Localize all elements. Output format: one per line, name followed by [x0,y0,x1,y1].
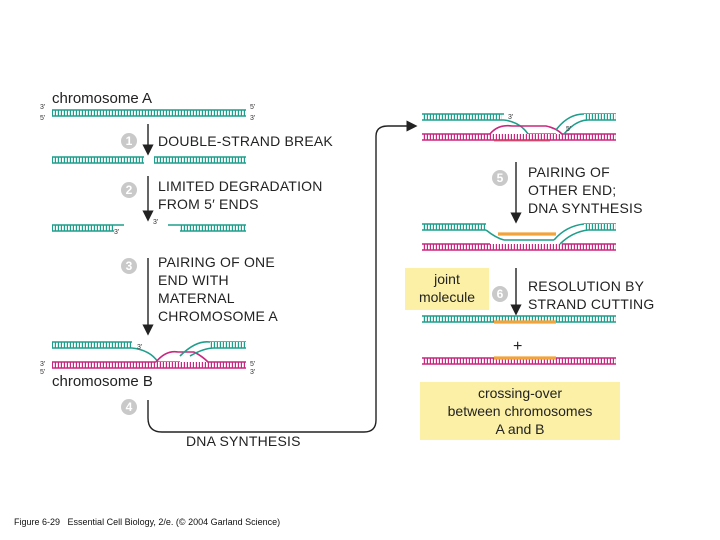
step-3-label-line4: CHROMOSOME A [158,308,278,324]
step-3-label-line2: END WITH [158,272,229,288]
step-6-label-line1: RESOLUTION BY [528,278,645,294]
end-label-3prime: 3' [250,369,256,376]
end-label-3prime: 3' [40,104,46,111]
step-5-label-line2: OTHER END; [528,182,617,198]
figure-caption: Figure 6-29 Essential Cell Biology, 2/e.… [14,517,280,527]
end-label-5prime: 5' [250,361,256,368]
dna-strand-invasion [52,340,246,369]
step-3-label-line3: MATERNAL [158,290,235,306]
dna-degraded-ends [52,224,246,232]
step-6-label-line2: STRAND CUTTING [528,296,655,312]
step-number-2: 2 [121,182,137,198]
step-number-3: 3 [121,258,137,274]
end-label-5prime: 5' [566,126,572,133]
end-label-3prime: 3' [137,344,143,351]
figure-source: Essential Cell Biology, 2/e. (© 2004 Gar… [67,517,281,527]
step-4-label: DNA SYNTHESIS [186,433,301,449]
step-number-6: 6 [492,286,508,302]
step-number-5: 5 [492,170,508,186]
dna-after-synthesis [422,113,616,142]
figure-number: Figure 6-29 [14,517,61,527]
crossing-over-label-line2: between chromosomes [447,403,593,419]
step-number-4: 4 [121,399,137,415]
dna-resolved-bottom [422,356,616,365]
dna-double-strand-break [52,156,246,164]
step-2-label-line1: LIMITED DEGRADATION [158,178,323,194]
chromosome-a-label: chromosome A [52,90,153,107]
step-5-label-line1: PAIRING OF [528,164,610,180]
joint-molecule-label-line1: joint [434,271,460,287]
joint-molecule-label-line2: molecule [418,289,476,305]
end-label-5prime: 5' [40,369,46,376]
chromosome-b-label: chromosome B [52,373,153,390]
end-label-3prime: 3' [508,114,514,121]
step-1-label: DOUBLE-STRAND BREAK [158,133,333,149]
joint-molecule-box [405,268,489,310]
dna-joint-molecule [422,223,616,251]
plus-sign: + [513,338,523,355]
dna-chromosome-a-intact [52,109,246,117]
end-label-3prime: 3' [250,115,256,122]
step-2-label-line2: FROM 5′ ENDS [158,196,259,212]
end-label-3prime: 3' [114,229,120,236]
crossing-over-label-line1: crossing-over [477,385,563,401]
crossing-over-label-line3: A and B [495,421,545,437]
flow-arrows [142,120,522,433]
end-label-5prime: 5' [250,104,256,111]
step-number-1: 1 [121,133,137,149]
crossing-over-box [420,382,620,440]
dna-resolved-top [422,315,616,324]
step-5-label-line3: DNA SYNTHESIS [528,200,643,216]
end-label-3prime: 3' [153,219,159,226]
end-label-5prime: 5' [40,115,46,122]
step-3-label-line1: PAIRING OF ONE [158,254,275,270]
end-label-3prime: 3' [40,361,46,368]
